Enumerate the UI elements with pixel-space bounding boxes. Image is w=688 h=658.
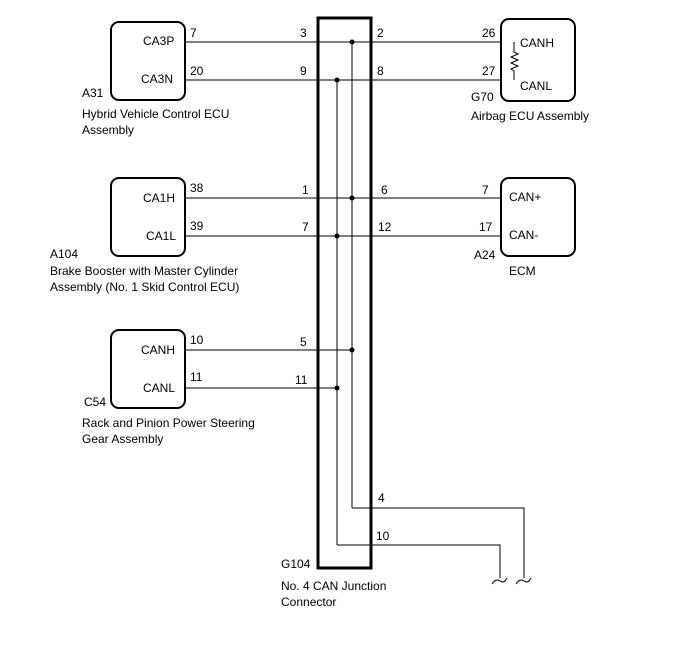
g104-pin-4-number: 4 (378, 491, 385, 505)
g104-pin-5-number: 5 (300, 335, 307, 349)
a31-code: A31 (82, 86, 104, 100)
junction-connector-g104-box (316, 16, 373, 570)
c54-pin-11-number: 11 (190, 370, 203, 384)
c54-pin-canl-label: CANL (143, 381, 175, 395)
a31-name-line2: Assembly (82, 123, 134, 137)
g104-pin-10-number: 10 (376, 529, 390, 543)
a24-pin-canplus-label: CAN+ (509, 190, 541, 204)
g70-name: Airbag ECU Assembly (471, 109, 589, 123)
terminating-resistor-icon (509, 42, 520, 80)
g70-pin-26-number: 26 (482, 26, 496, 40)
a104-name-line2: Assembly (No. 1 Skid Control ECU) (50, 280, 239, 294)
c54-name-line2: Gear Assembly (82, 432, 163, 446)
a104-connector-box (110, 177, 186, 257)
splice-dot (349, 195, 355, 201)
a24-connector-box (500, 177, 576, 257)
a104-pin-39-number: 39 (190, 219, 204, 233)
c54-code: C54 (84, 395, 106, 409)
g104-pin-9-number: 9 (300, 64, 307, 78)
g104-pin-6-number: 6 (381, 183, 388, 197)
c54-pin-canh-label: CANH (141, 343, 175, 357)
a24-code: A24 (474, 248, 496, 262)
g70-code: G70 (471, 90, 494, 104)
a31-name-line1: Hybrid Vehicle Control ECU (82, 107, 229, 121)
g70-pin-27-number: 27 (482, 64, 496, 78)
g70-pin-canl-label: CANL (520, 79, 552, 93)
c54-pin-10-number: 10 (190, 333, 204, 347)
g104-pin-8-number: 8 (377, 64, 384, 78)
splice-dot (349, 39, 355, 45)
g104-pin-3-number: 3 (300, 26, 307, 40)
g104-name-line2: Connector (281, 595, 336, 609)
splice-dot (349, 347, 355, 353)
splice-dot (334, 233, 340, 239)
g104-pin-12-number: 12 (378, 220, 392, 234)
g104-pin-11-number: 11 (295, 373, 308, 387)
a104-pin-38-number: 38 (190, 181, 204, 195)
splice-dot (334, 385, 340, 391)
a24-pin-canminus-label: CAN- (509, 228, 538, 242)
a24-pin-17-number: 17 (479, 220, 493, 234)
c54-connector-box (110, 329, 186, 409)
a104-code: A104 (50, 247, 78, 261)
g70-pin-canh-label: CANH (520, 36, 554, 50)
a31-pin-ca3p-label: CA3P (143, 34, 174, 48)
wire-break-icon (491, 577, 508, 585)
a31-connector-box (110, 21, 186, 101)
splice-dot (334, 77, 340, 83)
a31-pin-7-number: 7 (190, 26, 197, 40)
wire-break-icon (515, 577, 532, 585)
c54-name-line1: Rack and Pinion Power Steering (82, 416, 255, 430)
a31-pin-20-number: 20 (190, 64, 204, 78)
g104-pin-2-number: 2 (377, 26, 384, 40)
wire-g104-pin10-out (337, 544, 501, 578)
a31-pin-ca3n-label: CA3N (141, 72, 173, 86)
g104-pin-1-number: 1 (302, 183, 309, 197)
g104-pin-7-number: 7 (302, 220, 309, 234)
a104-name-line1: Brake Booster with Master Cylinder (50, 264, 238, 278)
a24-pin-7-number: 7 (482, 183, 489, 197)
g104-name-line1: No. 4 CAN Junction (281, 579, 386, 593)
wire-g104-pin4-out (352, 507, 525, 578)
a104-pin-ca1h-label: CA1H (143, 191, 175, 205)
a24-name: ECM (509, 264, 536, 278)
g104-code: G104 (281, 557, 311, 571)
a104-pin-ca1l-label: CA1L (146, 229, 176, 243)
g70-connector-box (500, 18, 576, 102)
